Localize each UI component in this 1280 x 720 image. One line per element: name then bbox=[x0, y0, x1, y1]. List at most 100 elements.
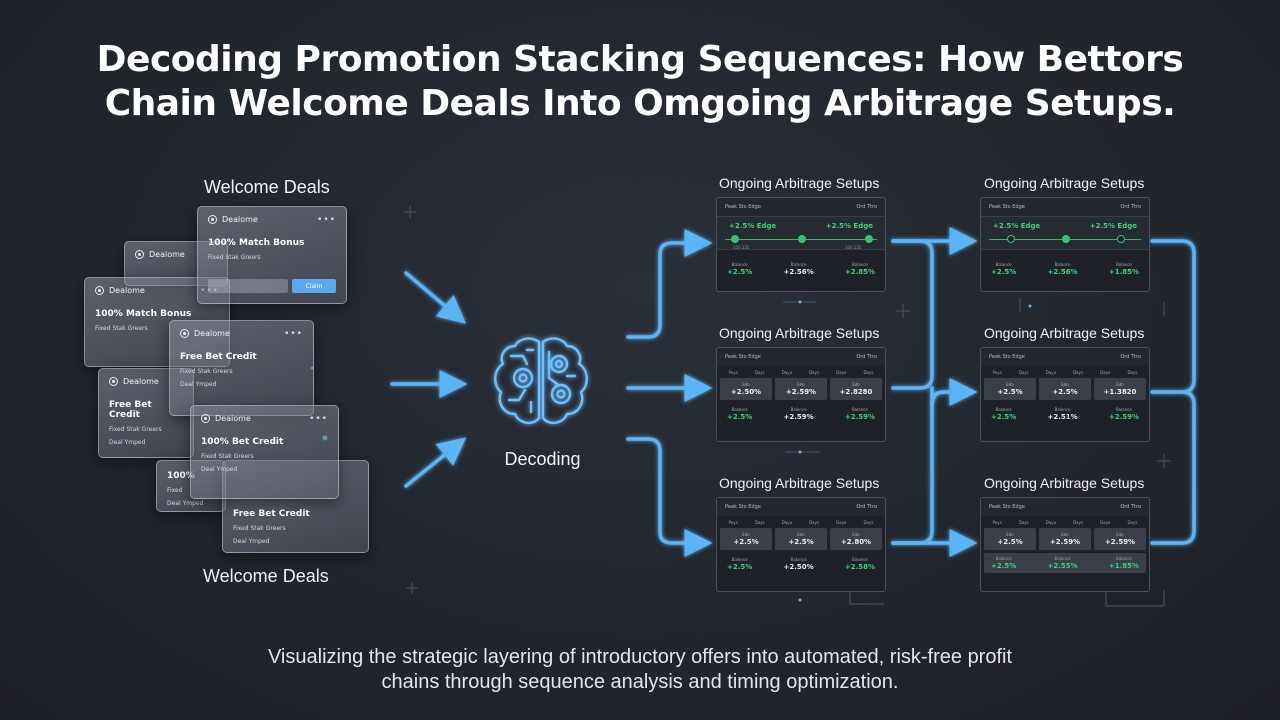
deal-extra: Deal Ymped bbox=[167, 500, 204, 507]
edge-node bbox=[1007, 235, 1015, 243]
deal-offer: 100% bbox=[167, 471, 195, 481]
stat: Balance+2.51% bbox=[1047, 407, 1078, 421]
panel-head-left: Peak Sto Edge bbox=[725, 504, 761, 510]
stat-value: +2.59% bbox=[783, 413, 814, 421]
deal-card-3[interactable]: Dealome ••• 100% Match Bonus Fixed Stak … bbox=[197, 206, 347, 304]
panel-2-title: Ongoing Arbitrage Setups bbox=[984, 175, 1145, 191]
stat-value: +1.85% bbox=[1108, 268, 1139, 276]
stat-value: +1.85% bbox=[1108, 562, 1139, 570]
panel-head-left: Peak Sto Edge bbox=[989, 204, 1025, 210]
stat-value: +2.56% bbox=[783, 268, 814, 276]
panel-head-right: Ord Ttro bbox=[1120, 354, 1141, 360]
brand-logo-icon bbox=[201, 414, 210, 423]
stat: Balance+2.5% bbox=[991, 556, 1017, 570]
panel-head-right: Ord Ttro bbox=[856, 354, 877, 360]
deal-offer: Free Bet Credit bbox=[233, 509, 310, 519]
deal-note: Fixed Stak Greers bbox=[95, 325, 148, 332]
deal-extra: Deal Ymped bbox=[201, 466, 238, 473]
deal-offer: 100% Match Bonus bbox=[95, 309, 192, 319]
edge-node bbox=[731, 235, 739, 243]
deal-extra: Deal Ymped bbox=[180, 381, 217, 388]
more-icon[interactable]: ••• bbox=[317, 215, 336, 225]
deal-brand: Dealome bbox=[109, 286, 145, 295]
deal-brand: Dealome bbox=[123, 377, 159, 386]
stat-strip: Balance+2.5% Balance+2.55% Balance+1.85% bbox=[984, 553, 1146, 573]
deal-extra: Deal Ymped bbox=[233, 538, 270, 545]
stat-value: +2.50% bbox=[783, 563, 814, 571]
edge-cell: Edo+2.5% bbox=[984, 528, 1036, 550]
brand-logo-icon bbox=[135, 250, 144, 259]
deal-brand: Dealome bbox=[215, 414, 251, 423]
deal-brand: Dealome bbox=[194, 329, 230, 338]
brand-logo-icon bbox=[95, 286, 104, 295]
stat-value: +2.5% bbox=[727, 563, 753, 571]
arbitrage-panel-2[interactable]: Peak Sto Edge Ord Ttro +2.5% Edge +2.5% E… bbox=[980, 197, 1150, 292]
page-subtitle: Visualizing the strategic layering of in… bbox=[0, 645, 1280, 695]
stat-value: +2.55% bbox=[1047, 562, 1078, 570]
subtitle-line-2: chains through sequence analysis and tim… bbox=[381, 671, 899, 693]
deal-note: Fixed Stak Greers bbox=[180, 368, 233, 375]
stat-value: +2.51% bbox=[1047, 413, 1078, 421]
edge-cell: Edo+2.59% bbox=[775, 378, 827, 400]
panel-6-title: Ongoing Arbitrage Setups bbox=[984, 475, 1145, 491]
stat: Balance+1.85% bbox=[1108, 556, 1139, 570]
welcome-deals-label-bottom: Welcome Deals bbox=[203, 566, 329, 586]
deal-brand: Dealome bbox=[149, 250, 185, 259]
stat: Balance+2.58% bbox=[844, 557, 875, 571]
stat: Balance+2.59% bbox=[1108, 407, 1139, 421]
stat: Balance+2.5% bbox=[727, 557, 753, 571]
deal-card-8[interactable]: Dealome ••• 100% Bet Credit Fixed Stak G… bbox=[190, 405, 339, 499]
edge-cell: Edo+2.59% bbox=[1039, 528, 1091, 550]
deal-code-input[interactable] bbox=[208, 279, 288, 293]
brand-logo-icon bbox=[208, 215, 217, 224]
brain-gear-icon bbox=[494, 337, 588, 425]
stat-value: +2.5% bbox=[991, 413, 1017, 421]
panel-head-right: Ord Ttro bbox=[1120, 204, 1141, 210]
edge-cell: Edo+2.50% bbox=[720, 378, 772, 400]
edge-track: +2.5% Edge +2.5% Edge bbox=[981, 216, 1149, 250]
panel-1-title: Ongoing Arbitrage Setups bbox=[719, 175, 880, 191]
stat: Balance+2.56% bbox=[783, 262, 814, 276]
stat: Balance+2.50% bbox=[783, 557, 814, 571]
edge-right: +2.5% Edge bbox=[1089, 222, 1137, 230]
edge-track: +2.5% Edge +2.5% Edge 100.125 100.125 bbox=[717, 216, 885, 250]
stat: Balance+2.5% bbox=[991, 407, 1017, 421]
deal-offer: 100% Bet Credit bbox=[201, 437, 284, 447]
deal-brand: Dealome bbox=[222, 215, 258, 224]
subtitle-line-1: Visualizing the strategic layering of in… bbox=[267, 646, 1013, 668]
brand-logo-icon bbox=[109, 377, 118, 386]
edge-cell: Edo+2.5% bbox=[720, 528, 772, 550]
claim-button[interactable]: Claim bbox=[292, 279, 336, 293]
deal-offer: 100% Match Bonus bbox=[208, 238, 305, 248]
title-line-1: Decoding Promotion Stacking Sequences: H… bbox=[96, 39, 1184, 80]
more-icon[interactable]: ••• bbox=[284, 329, 303, 339]
decoding-label: Decoding bbox=[504, 449, 581, 469]
stat: Balance+2.59% bbox=[844, 407, 875, 421]
deal-offer: Free Bet Credit bbox=[180, 352, 257, 362]
stat-value: +2.59% bbox=[844, 413, 875, 421]
edge-node bbox=[1062, 235, 1070, 243]
edge-node bbox=[798, 235, 806, 243]
deal-note: Fixed Stak Greers bbox=[109, 426, 162, 433]
panel-head-right: Ord Ttro bbox=[1120, 504, 1141, 510]
stat: Balance+2.59% bbox=[783, 407, 814, 421]
edge-cell: Edo+2.80% bbox=[830, 528, 882, 550]
stat-value: +2.5% bbox=[727, 413, 753, 421]
deal-card-5[interactable]: Dealome ••• Free Bet Credit Fixed Stak G… bbox=[169, 320, 314, 416]
stat: Balance+2.85% bbox=[844, 262, 875, 276]
edge-left: +2.5% Edge bbox=[993, 222, 1041, 230]
edge-cell: Edo+2.59% bbox=[1094, 528, 1146, 550]
more-icon[interactable]: ••• bbox=[309, 414, 328, 424]
deal-extra: Deal Ymped bbox=[109, 439, 146, 446]
page-title: Decoding Promotion Stacking Sequences: H… bbox=[0, 38, 1280, 126]
edge-node bbox=[1117, 235, 1125, 243]
edge-cell: Edo+1.3820 bbox=[1094, 378, 1146, 400]
panel-head-left: Peak Sto Edge bbox=[989, 504, 1025, 510]
